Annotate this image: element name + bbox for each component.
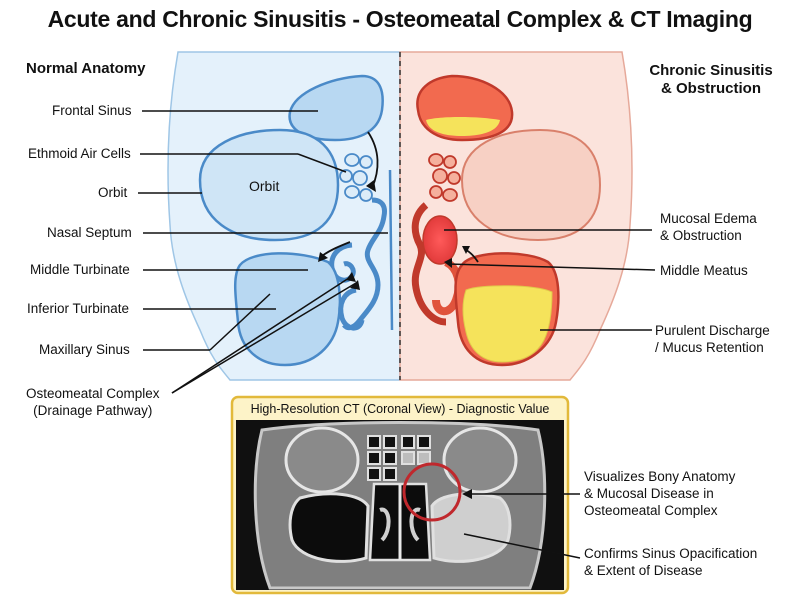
ethmoid-air-cells-inflamed [428,153,461,202]
edema-line1: Mucosal Edema [660,211,757,226]
page-title: Acute and Chronic Sinusitis - Osteomeata… [47,6,753,32]
leader-lines-left [138,110,388,394]
maxillary-sinus-normal [234,252,342,367]
leader-lines-right [444,229,656,331]
ct-label1-line2: & Mucosal Disease in [584,486,714,501]
frontal-sinus-fluid [426,117,500,136]
ct-orbit-right [442,426,518,494]
ct-leader-2 [463,533,581,559]
label-frontal-sinus: Frontal Sinus [52,103,132,118]
lateral-nasal-wall-inflamed [411,202,447,326]
ct-omc-highlight-circle [402,462,462,522]
ct-panel-title: High-Resolution CT (Coronal View) - Diag… [250,402,550,416]
ct-label2-line2: & Extent of Disease [584,563,703,578]
ct-maxillary-right-opacified [430,492,512,563]
mucosal-edema [422,215,458,265]
purulent-line2: / Mucus Retention [655,340,764,355]
ct-label1-line1: Visualizes Bony Anatomy [584,469,736,484]
label-middle-meatus: Middle Meatus [660,263,748,278]
label-purulent-discharge: Purulent Discharge / Mucus Retention [655,322,770,356]
ct-turbinate-left [379,507,391,542]
ct-ethmoid-cells [367,435,431,481]
ct-maxillary-left [288,492,370,563]
ct-arrowhead-1 [462,489,472,499]
purulent-line1: Purulent Discharge [655,323,770,338]
ct-label2-line1: Confirms Sinus Opacification [584,546,758,561]
ethmoid-air-cells-normal [339,153,373,202]
omc-line1: Osteomeatal Complex [26,386,160,401]
lateral-nasal-wall-normal [342,197,387,331]
ct-label-visualizes: Visualizes Bony Anatomy & Mucosal Diseas… [584,468,735,519]
arrowhead-omc-1 [346,272,356,282]
arrowhead-blocked [462,246,470,254]
orbit-inner-label: Orbit [249,178,280,194]
drainage-arrow-meatus [321,241,351,257]
ct-label-confirms: Confirms Sinus Opacification & Extent of… [584,545,757,579]
label-maxillary-sinus: Maxillary Sinus [39,342,130,357]
arrowhead-meatus [318,252,328,262]
label-mucosal-edema: Mucosal Edema & Obstruction [660,210,757,244]
arrowhead-omc-2 [350,280,360,290]
label-orbit: Orbit [98,185,128,200]
middle-turbinate-normal [329,242,356,283]
orbit-inflamed [460,128,602,242]
arrowhead-frontal [366,180,376,192]
ct-label1-line3: Osteomeatal Complex [584,503,718,518]
ct-turbinate-right [409,507,421,542]
ct-orbit-left [284,426,360,494]
chronic-header-line1: Chronic Sinusitis [649,62,773,79]
omc-line2: (Drainage Pathway) [33,403,153,418]
label-osteomeatal-complex: Osteomeatal Complex (Drainage Pathway) [26,385,160,419]
arrowhead-meatus-right [444,258,452,268]
normal-anatomy-header: Normal Anatomy [26,60,146,77]
edema-line2: & Obstruction [660,228,742,243]
inferior-turbinate-normal [338,287,365,331]
chronic-sinusitis-header: Chronic Sinusitis & Obstruction [636,62,786,98]
label-nasal-septum: Nasal Septum [47,225,132,240]
label-ethmoid-air-cells: Ethmoid Air Cells [28,146,131,161]
maxillary-sinus-pus [462,285,553,363]
label-middle-turbinate: Middle Turbinate [30,262,130,277]
chronic-header-line2: & Obstruction [661,80,761,97]
orbit-normal [198,128,340,242]
label-inferior-turbinate: Inferior Turbinate [27,301,130,316]
nasal-septum-normal [388,169,394,331]
